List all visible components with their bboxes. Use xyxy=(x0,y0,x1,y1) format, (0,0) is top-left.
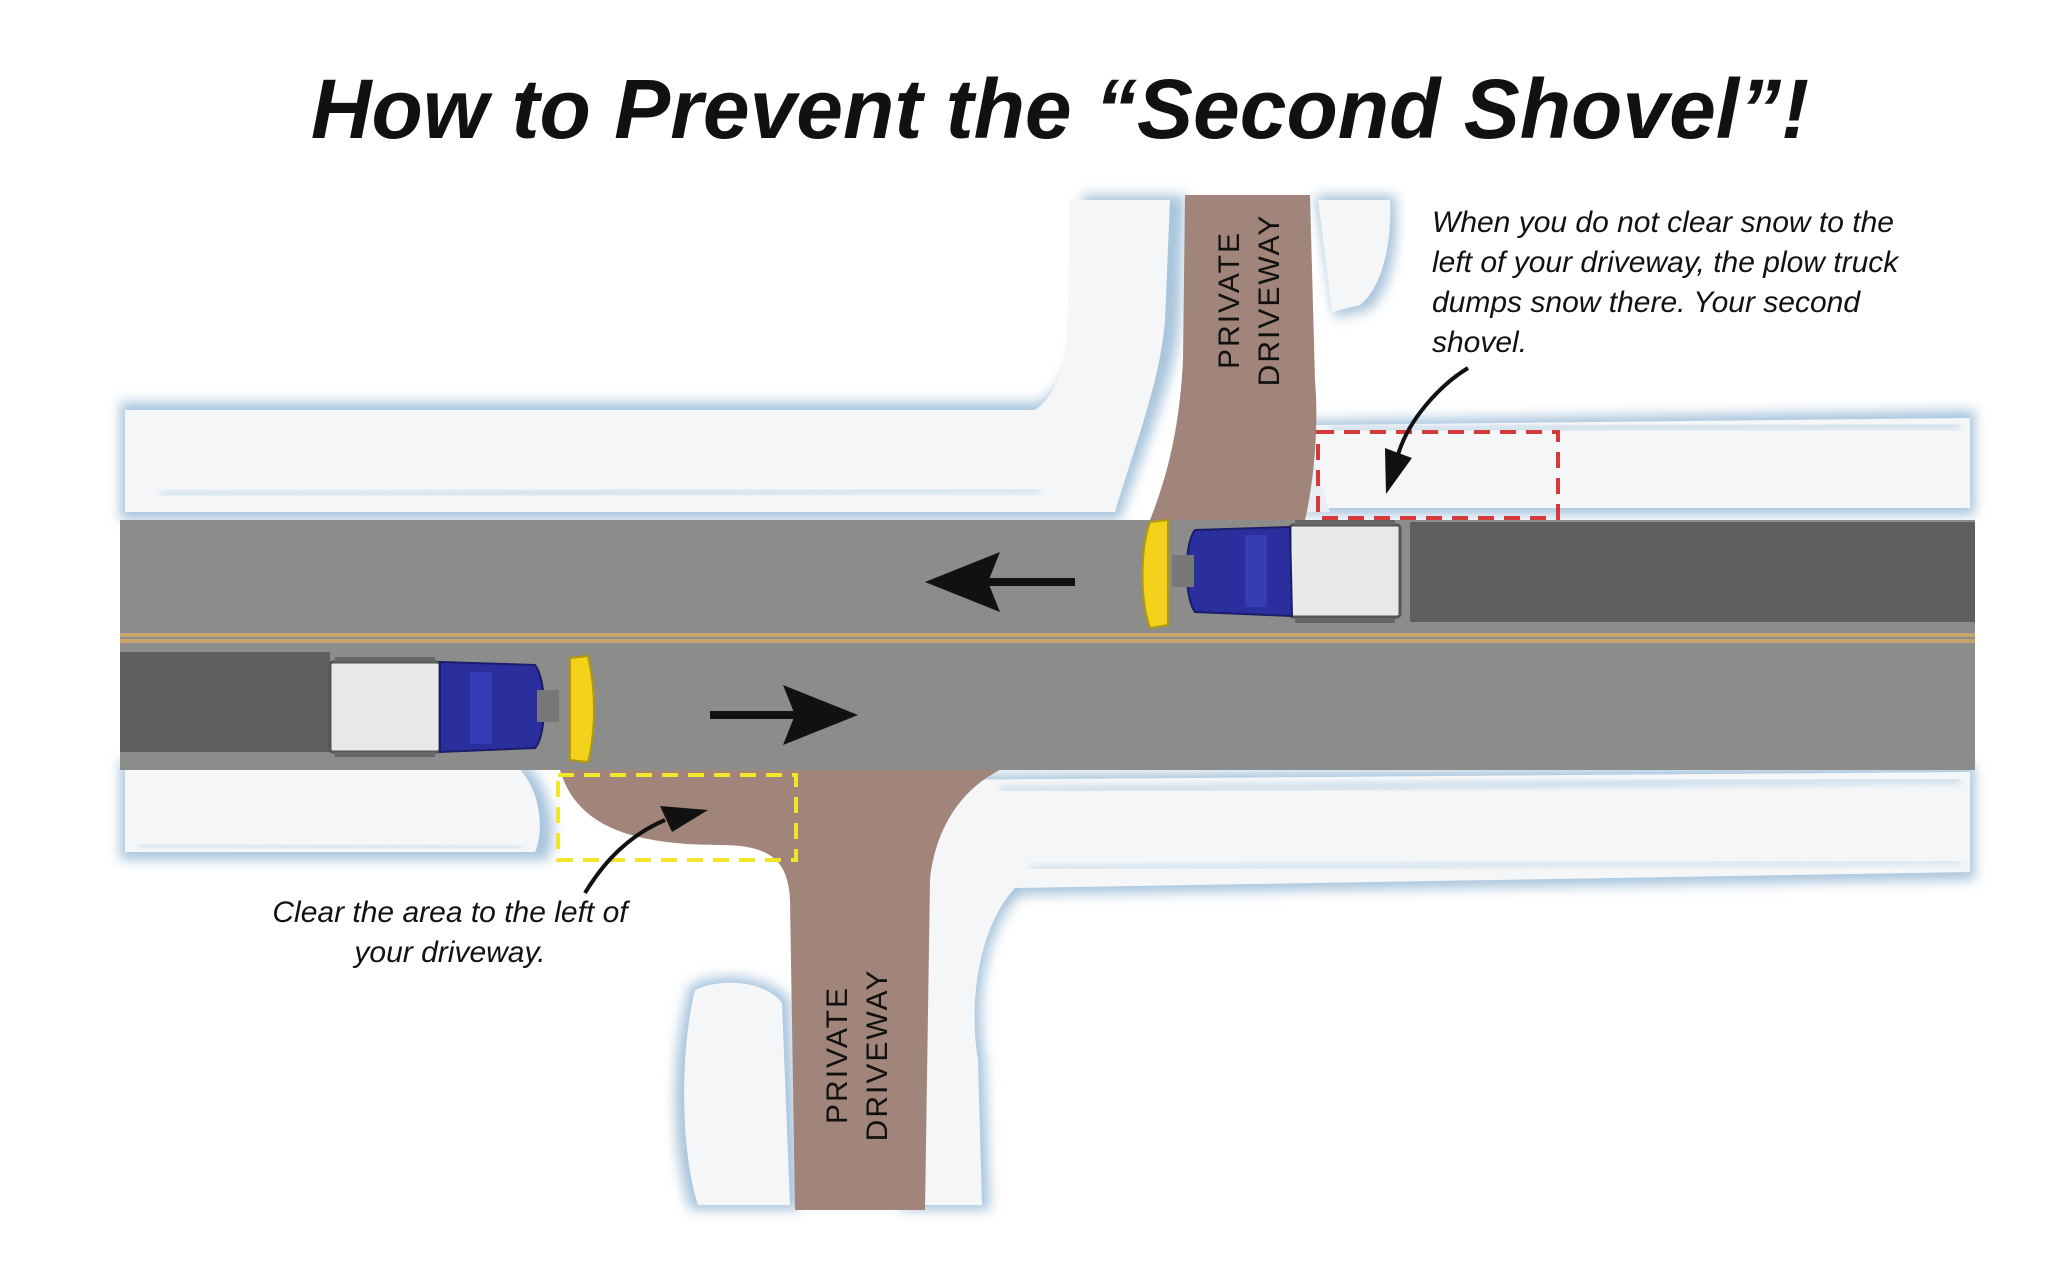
svg-text:Clear the area to the left of: Clear the area to the left of xyxy=(272,896,630,929)
snow-bank-lower-left xyxy=(120,760,800,1210)
svg-text:shovel.: shovel. xyxy=(1432,326,1527,359)
caption-top-right: When you do not clear snow to the left o… xyxy=(1432,206,1900,359)
svg-text:dumps snow there. Your second: dumps snow there. Your second xyxy=(1432,286,1861,319)
plow-truck-westbound xyxy=(1141,518,1402,630)
snow-bank-lower-right xyxy=(900,765,1975,1210)
svg-text:PRIVATE: PRIVATE xyxy=(1213,231,1246,369)
driveway-bottom xyxy=(560,770,1000,1210)
driveway-top xyxy=(1150,195,1317,520)
road xyxy=(120,520,1975,770)
svg-text:When you do not clear snow to: When you do not clear snow to the xyxy=(1432,206,1894,239)
caption-bottom-left: Clear the area to the left of your drive… xyxy=(272,896,630,969)
plow-blade xyxy=(1141,518,1169,630)
svg-text:DRIVEWAY: DRIVEWAY xyxy=(861,969,894,1142)
diagram-title: How to Prevent the “Second Shovel”! xyxy=(311,62,1809,156)
clear-area-box xyxy=(556,773,798,862)
snow-bank-upper-left xyxy=(120,195,1185,520)
curved-arrow-icon xyxy=(583,806,708,895)
svg-text:DRIVEWAY: DRIVEWAY xyxy=(1253,214,1286,387)
second-shovel-area-box xyxy=(1316,430,1560,520)
truck-cab xyxy=(1185,525,1294,618)
svg-text:left of your driveway, the plo: left of your driveway, the plow truck xyxy=(1432,246,1900,279)
arrow-left-icon xyxy=(925,552,1075,612)
truck-box xyxy=(328,660,442,754)
plow-blade xyxy=(569,654,595,764)
driveway-label-top: PRIVATE DRIVEWAY xyxy=(1213,214,1286,387)
svg-text:your driveway.: your driveway. xyxy=(352,936,545,969)
curved-arrow-icon xyxy=(1385,366,1470,494)
truck-box xyxy=(1288,523,1402,619)
svg-text:PRIVATE: PRIVATE xyxy=(821,986,854,1124)
arrow-right-icon xyxy=(710,685,858,745)
plow-truck-eastbound xyxy=(328,654,595,764)
driveway-label-bottom: PRIVATE DRIVEWAY xyxy=(821,969,894,1142)
snow-bank-upper-right xyxy=(1150,195,1975,515)
